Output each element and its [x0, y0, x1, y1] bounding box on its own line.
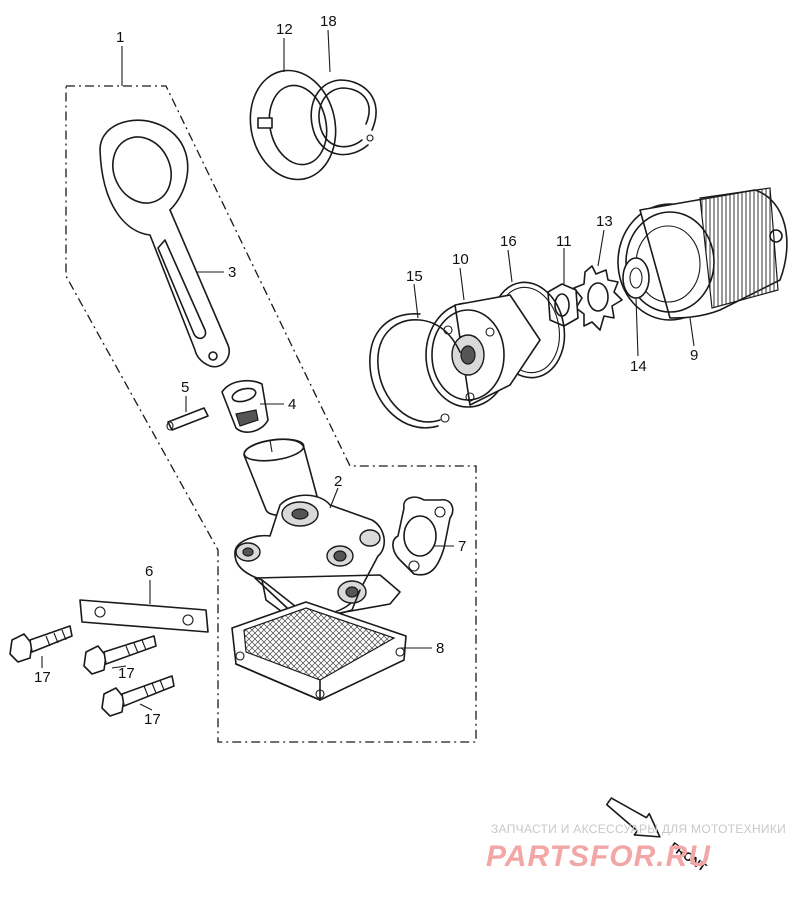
part-17-bolt-b [83, 635, 157, 675]
assembly-boundary [65, 85, 477, 743]
callout-12: 12 [276, 21, 293, 38]
callout-6: 6 [145, 563, 153, 580]
callout-4: 4 [288, 396, 296, 413]
callout-15: 15 [406, 268, 423, 285]
callout-17-b: 17 [118, 665, 135, 682]
callout-14: 14 [630, 358, 647, 375]
callout-9: 9 [690, 347, 698, 364]
part-8-strainer-screen [231, 601, 407, 701]
part-12-washer [249, 69, 337, 181]
callout-10: 10 [452, 251, 469, 268]
part-18-circlip [310, 79, 377, 156]
callout-8: 8 [436, 640, 444, 657]
leader-lines [41, 29, 695, 711]
part-4-joint [221, 379, 269, 433]
part-3-bracket [99, 119, 230, 368]
callout-5: 5 [181, 379, 189, 396]
callout-2: 2 [334, 473, 342, 490]
callout-18: 18 [320, 13, 337, 30]
part-7-gasket [392, 496, 454, 576]
watermark-tagline: ЗАПЧАСТИ И АКСЕССУАРЫ ДЛЯ МОТОТЕХНИКИ [491, 822, 786, 836]
callout-1: 1 [116, 29, 124, 46]
part-17-bolt-a [9, 625, 73, 663]
part-15-circlip [369, 313, 461, 429]
callout-11: 11 [556, 233, 572, 250]
callouts: 1 2 3 4 5 6 7 8 9 10 11 12 13 14 15 16 1… [34, 13, 698, 728]
callout-7: 7 [458, 538, 466, 555]
watermark-logo: PARTSFOR.RU [486, 840, 711, 873]
part-2-oil-pump-body [234, 494, 401, 626]
part-14-washer [622, 257, 650, 299]
part-10-rotor-cap [425, 294, 541, 408]
callout-17-c: 17 [144, 711, 161, 728]
callout-16: 16 [500, 233, 517, 250]
part-6-plate [79, 599, 209, 633]
part-5-pin [166, 407, 209, 431]
part-13-lock-plate [573, 265, 623, 331]
callout-13: 13 [596, 213, 613, 230]
watermark: ЗАПЧАСТИ И АКСЕССУАРЫ ДЛЯ МОТОТЕХНИКИ PA… [486, 822, 786, 873]
callout-3: 3 [228, 264, 236, 281]
part-9-filter-case [617, 187, 788, 321]
part-17-bolt-c [101, 675, 175, 717]
callout-17-a: 17 [34, 669, 51, 686]
